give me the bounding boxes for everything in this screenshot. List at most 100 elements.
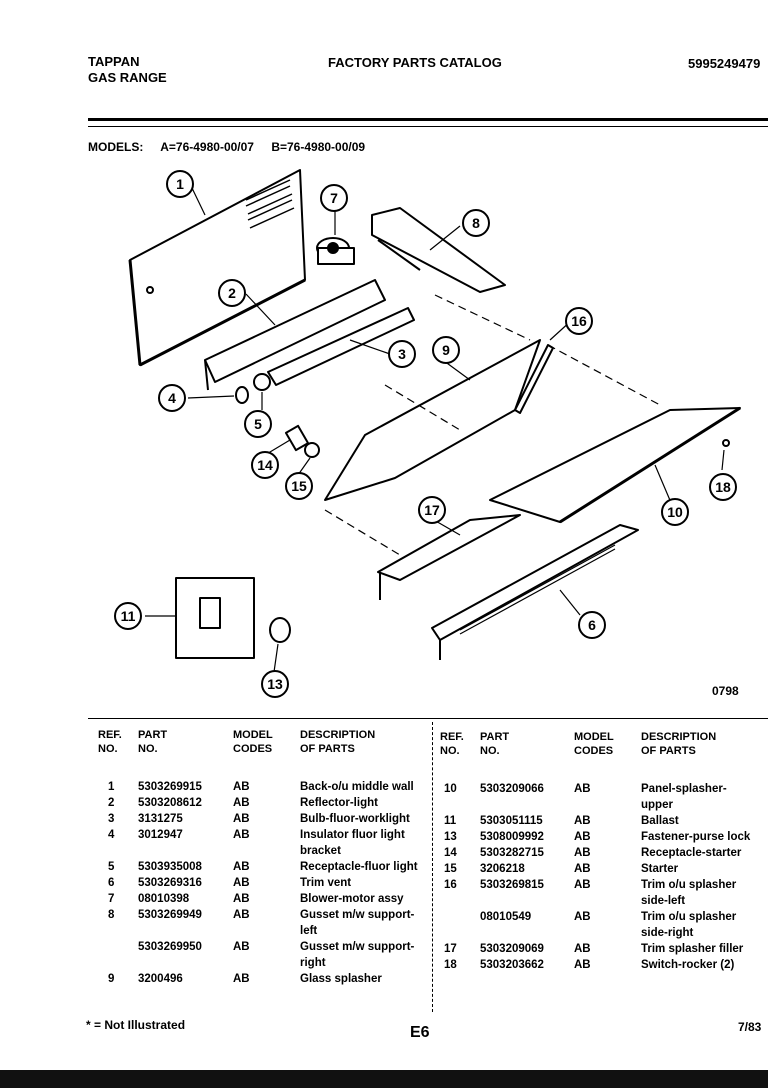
row-description: Back-o/u middle wall: [300, 781, 414, 793]
svg-text:7: 7: [330, 190, 338, 206]
table-top-rule: [88, 718, 768, 719]
row-ref: 11: [444, 815, 457, 827]
row-part-no: 5303269950: [138, 941, 202, 953]
scan-edge: [0, 1070, 768, 1088]
row-description: Trim vent: [300, 877, 352, 889]
row-model-code: AB: [233, 829, 250, 841]
callout-11: 11: [114, 602, 142, 630]
row-model-code: AB: [233, 861, 250, 873]
row-description: Receptacle-fluor light: [300, 861, 418, 873]
part-insulator: [235, 386, 249, 404]
row-description: Trim o/u splasher: [641, 911, 737, 923]
svg-text:11: 11: [121, 608, 136, 624]
row-description: bracket: [300, 845, 341, 857]
row-part-no: 5303209066: [480, 783, 544, 795]
row-model-code: AB: [233, 893, 250, 905]
row-ref: 1: [108, 781, 115, 793]
row-part-no: 08010549: [480, 911, 532, 923]
part-filler-trim: [377, 514, 521, 581]
row-description: Receptacle-starter: [641, 847, 742, 859]
callout-5: 5: [244, 410, 272, 438]
model-a: A=76-4980-00/07: [160, 140, 254, 154]
row-part-no: 3206218: [480, 863, 525, 875]
callout-18: 18: [709, 473, 737, 501]
row-model-code: AB: [233, 781, 250, 793]
row-part-no: 5303269316: [138, 877, 202, 889]
callout-14: 14: [251, 451, 279, 479]
svg-text:13: 13: [267, 676, 283, 692]
row-description: Glass splasher: [300, 973, 382, 985]
callout-4: 4: [158, 384, 186, 412]
row-part-no: 5303269949: [138, 909, 202, 921]
row-ref: 17: [444, 943, 457, 955]
row-description: Starter: [641, 863, 679, 875]
callout-15: 15: [285, 472, 313, 500]
row-model-code: AB: [233, 973, 250, 985]
row-description: Reflector-light: [300, 797, 378, 809]
part-trim-vent: [431, 524, 639, 641]
row-description: right: [300, 957, 326, 969]
row-part-no: 08010398: [138, 893, 190, 905]
row-model-code: AB: [574, 943, 591, 955]
row-part-no: 5303269915: [138, 781, 202, 793]
row-description: Trim splasher filler: [641, 943, 744, 955]
row-part-no: 5303208612: [138, 797, 202, 809]
part-blower-motor: [316, 237, 355, 265]
row-part-no: 5308009992: [480, 831, 544, 843]
figure-code: 0798: [712, 684, 739, 698]
row-description: Ballast: [641, 815, 679, 827]
row-description: side-right: [641, 927, 694, 939]
callout-1: 1: [166, 170, 194, 198]
row-model-code: AB: [233, 813, 250, 825]
part-reflector: [204, 279, 386, 383]
svg-text:3: 3: [398, 346, 406, 362]
svg-text:8: 8: [472, 215, 480, 231]
svg-text:18: 18: [715, 479, 731, 495]
row-description: Panel-splasher-: [641, 783, 727, 795]
part-gusset: [371, 207, 506, 293]
catalog-title: FACTORY PARTS CATALOG: [328, 55, 502, 70]
row-description: Trim o/u splasher: [641, 879, 737, 891]
row-part-no: 3131275: [138, 813, 183, 825]
col-ref-left: REF.NO.: [98, 729, 122, 755]
row-model-code: AB: [574, 863, 591, 875]
row-model-code: AB: [574, 783, 591, 795]
catalog-number: 5995249479: [688, 56, 761, 71]
revision-date: 7/83: [738, 1020, 762, 1034]
svg-text:5: 5: [254, 416, 262, 432]
part-bulb-tube: [267, 307, 415, 386]
row-ref: 13: [444, 831, 457, 843]
row-description: Switch-rocker (2): [641, 959, 735, 971]
table-divider: [432, 722, 434, 1012]
part-starter: [284, 424, 310, 452]
row-part-no: 5303051115: [480, 815, 543, 827]
row-model-code: AB: [574, 847, 591, 859]
svg-text:9: 9: [442, 342, 450, 358]
part-fastener: [269, 617, 291, 643]
row-part-no: 3012947: [138, 829, 183, 841]
col-ref-right: REF.NO.: [440, 731, 464, 757]
row-description: side-left: [641, 895, 686, 907]
svg-text:4: 4: [168, 390, 176, 406]
row-model-code: AB: [233, 797, 250, 809]
callout-7: 7: [320, 184, 348, 212]
svg-text:16: 16: [571, 313, 587, 329]
row-ref: 6: [108, 877, 115, 889]
svg-text:14: 14: [257, 457, 273, 473]
row-model-code: AB: [233, 909, 250, 921]
row-description: left: [300, 925, 318, 937]
row-model-code: AB: [233, 877, 250, 889]
row-description: Bulb-fluor-worklight: [300, 813, 410, 825]
callout-10: 10: [661, 498, 689, 526]
row-description: Gusset m/w support-: [300, 909, 415, 921]
callout-6: 6: [578, 611, 606, 639]
page-number: E6: [410, 1024, 430, 1041]
row-ref: 9: [108, 973, 115, 985]
footnote: * = Not Illustrated: [86, 1018, 186, 1032]
